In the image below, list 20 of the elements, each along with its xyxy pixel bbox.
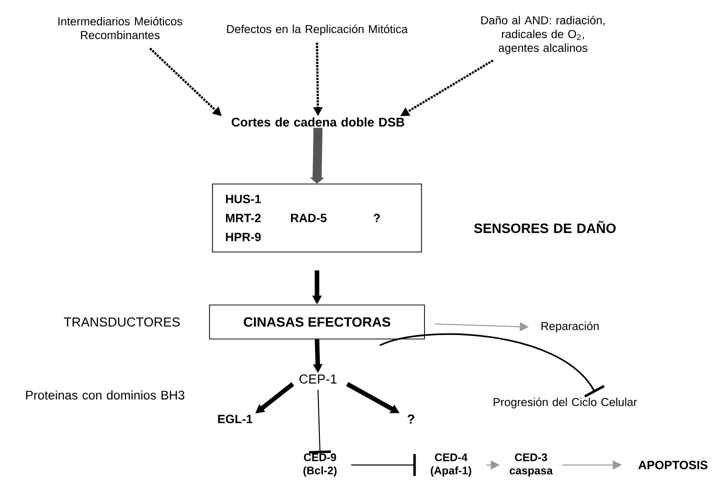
effector-box: CINASAS EFECTORAS xyxy=(209,304,425,340)
outcome-text: Progresión del Ciclo Celular xyxy=(494,398,637,408)
protein-text: CED-3 caspasa xyxy=(510,453,553,477)
side-label: TRANSDUCTORES xyxy=(64,317,180,327)
protein-text: EGL-1 xyxy=(218,414,252,424)
protein-text: CEP-1 xyxy=(300,374,337,384)
cause-text: Intermediarios Meióticos Recombinantes xyxy=(58,16,182,40)
cause-text: Daño al AND: radiación, radicales de O$_{2}$, agentes alcalinos xyxy=(481,16,605,54)
side-label: SENSORES DE DAÑO xyxy=(474,220,616,234)
question-mark: ? xyxy=(408,414,414,424)
group-label: Proteinas con dominios BH3 xyxy=(26,390,184,400)
process-text: Cortes de cadena doble DSB xyxy=(232,117,404,127)
arrow xyxy=(350,454,416,476)
sensor-box: HUS-1 MRT-2 HPR-9 RAD-5 ? xyxy=(212,184,422,252)
arrow xyxy=(308,389,331,454)
outcome-text: APOPTOSIS xyxy=(638,460,708,470)
protein-text: CED-4 (Apaf-1) xyxy=(430,453,472,477)
cause-text: Defectos en la Replicación Mitótica xyxy=(227,24,408,36)
outcome-text: Reparación xyxy=(542,322,599,332)
protein-text: CED-9 (Bcl-2) xyxy=(303,453,337,477)
